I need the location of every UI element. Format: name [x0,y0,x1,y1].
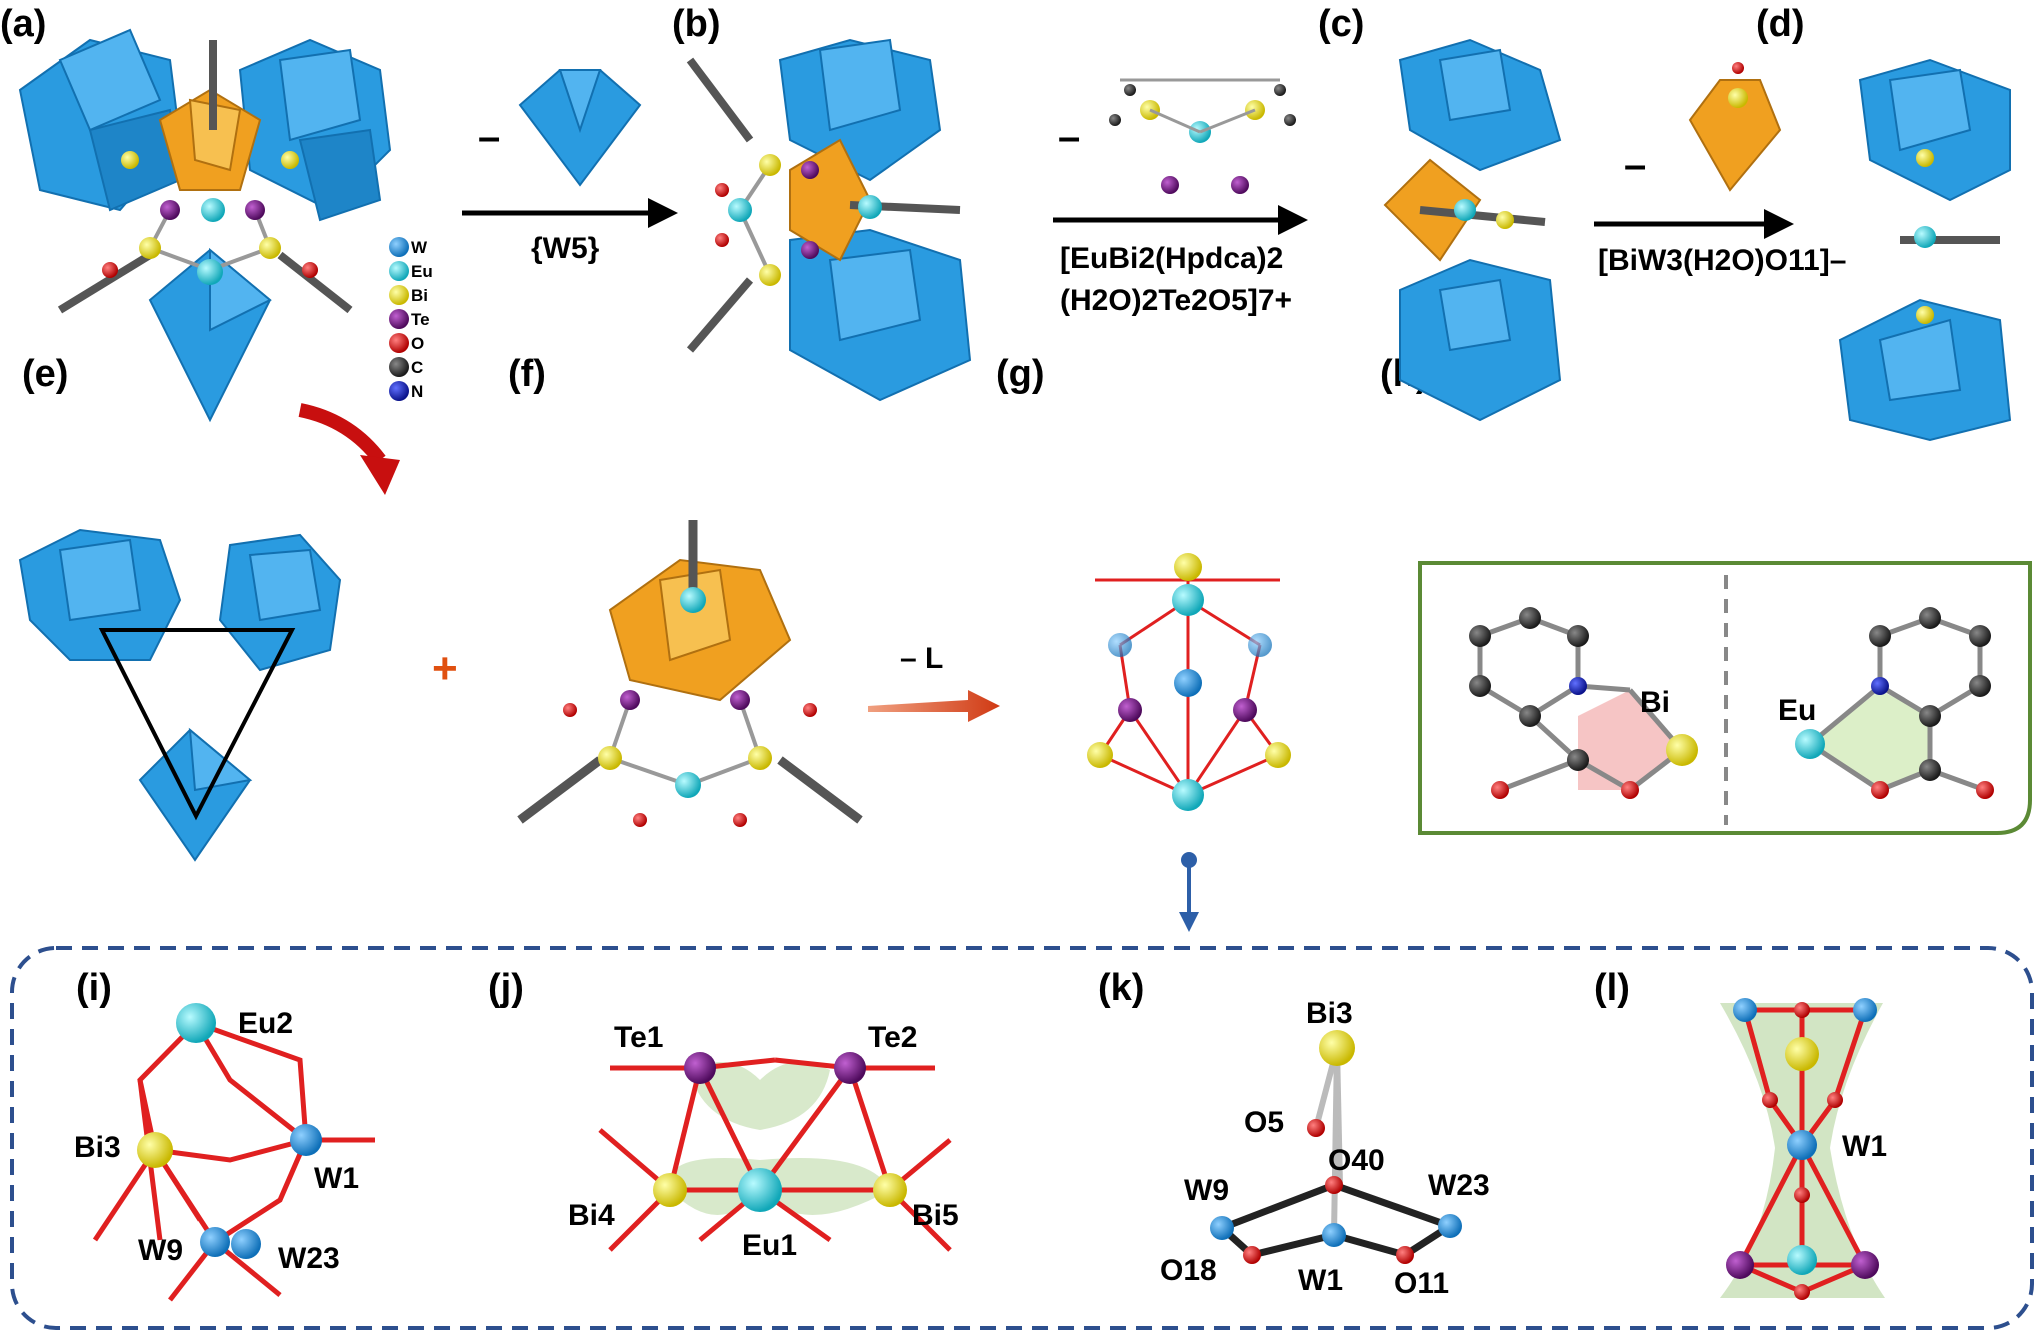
bottom-dashed-frame [10,946,2034,1330]
label-eu2: Eu2 [238,1007,293,1040]
legend-n-label: N [411,382,423,401]
panel-f-structure [517,520,863,827]
panel-label-k: (k) [1098,967,1144,1009]
label-bi5: Bi5 [912,1199,959,1232]
panel-label-d: (d) [1756,3,1805,45]
label-bi3-i: Bi3 [74,1131,121,1164]
arrow-ab-caption: {W5} [531,232,600,265]
panel-k-structure: Bi3 O5 O40 W9 W23 O18 W1 O11 [1160,997,1490,1300]
label-eu1: Eu1 [742,1229,797,1262]
arrow-bc-minus: – [1058,115,1080,159]
panel-label-l: (l) [1594,967,1630,1009]
curved-arrow-head [360,455,400,495]
legend-te-label: Te [411,310,430,329]
legend-n-swatch [389,381,409,401]
label-w1-l: W1 [1842,1130,1887,1163]
arrow-c-to-d: – [BiW3(H2O)O11]– [1594,62,1846,277]
legend-bi-label: Bi [411,286,428,305]
legend-o-label: O [411,334,424,353]
label-w23-i: W23 [278,1242,340,1275]
panel-h-frame [1418,561,2032,835]
biw3-fragment [1688,79,1782,192]
label-w23-k: W23 [1428,1169,1490,1202]
label-te1: Te1 [614,1021,663,1054]
label-w9-k: W9 [1184,1174,1229,1207]
atom-legend: W Eu Bi Te O C N [389,237,433,401]
curved-arrow-a-to-e [298,403,386,465]
label-o11: O11 [1394,1267,1449,1300]
panel-label-i: (i) [76,967,112,1009]
arrow-bc-caption-line1: [EuBi2(Hpdca)2 [1060,242,1283,275]
legend-eu-label: Eu [411,262,433,281]
panel-label-g: (g) [996,353,1045,395]
triangle-outline [98,628,296,821]
label-te2: Te2 [868,1021,917,1054]
arrow-cd-minus: – [1624,143,1646,187]
arrow-b-to-c: – [EuBi2(Hpdca)2 (H2O)2Te2O5]7+ [1053,78,1308,317]
arrow-bc-caption-line2: (H2O)2Te2O5]7+ [1060,284,1292,317]
legend-eu-swatch [389,261,409,281]
panel-i-structure: Eu2 Bi3 W1 W9 W23 [74,1003,375,1302]
arrow-a-to-b: – {W5} [462,69,678,265]
label-o18: O18 [1160,1254,1217,1287]
label-w1-k: W1 [1298,1264,1343,1297]
panel-label-j: (j) [488,967,524,1009]
label-w9-i: W9 [138,1234,183,1267]
panel-label-e: (e) [22,353,68,395]
legend-c-swatch [389,357,409,377]
panel-b-structure [686,38,972,402]
plus-sign: + [432,644,458,693]
panel-c-structure [1383,38,1562,422]
arrow-ab-minus: – [478,115,500,159]
panel-j-structure: Te1 Te2 Bi4 Eu1 Bi5 [568,1021,959,1262]
legend-te-swatch [389,309,409,329]
panel-h-eu-label: Eu [1778,694,1816,727]
label-o5: O5 [1244,1106,1284,1139]
panel-label-f: (f) [508,353,546,395]
label-w1-i: W1 [314,1162,359,1195]
panel-h-eu-chelate: Eu [1778,607,1994,799]
panel-label-c: (c) [1318,3,1364,45]
legend-bi-swatch [389,285,409,305]
legend-o-swatch [389,333,409,353]
arrow-cd-caption: [BiW3(H2O)O11]– [1598,244,1846,277]
legend-c-label: C [411,358,423,377]
panel-label-a: (a) [0,3,46,45]
legend-w-swatch [389,237,409,257]
panel-g-structure [1087,553,1291,811]
panel-l-structure: W1 [1720,998,1887,1300]
panel-h-bi-chelate: Bi [1469,607,1698,799]
label-bi3-k: Bi3 [1306,997,1353,1030]
label-o40: O40 [1328,1144,1385,1177]
legend-w-label: W [411,238,428,257]
arrow-fg-caption: – L [900,642,943,675]
arrow-f-to-g: – L [868,642,1000,722]
label-bi4: Bi4 [568,1199,615,1232]
panel-h-bi-label: Bi [1640,686,1670,719]
panel-a-structure [18,28,392,423]
panel-e-structure [18,528,342,862]
panel-label-b: (b) [672,3,721,45]
panel-d-structure [1838,58,2012,442]
